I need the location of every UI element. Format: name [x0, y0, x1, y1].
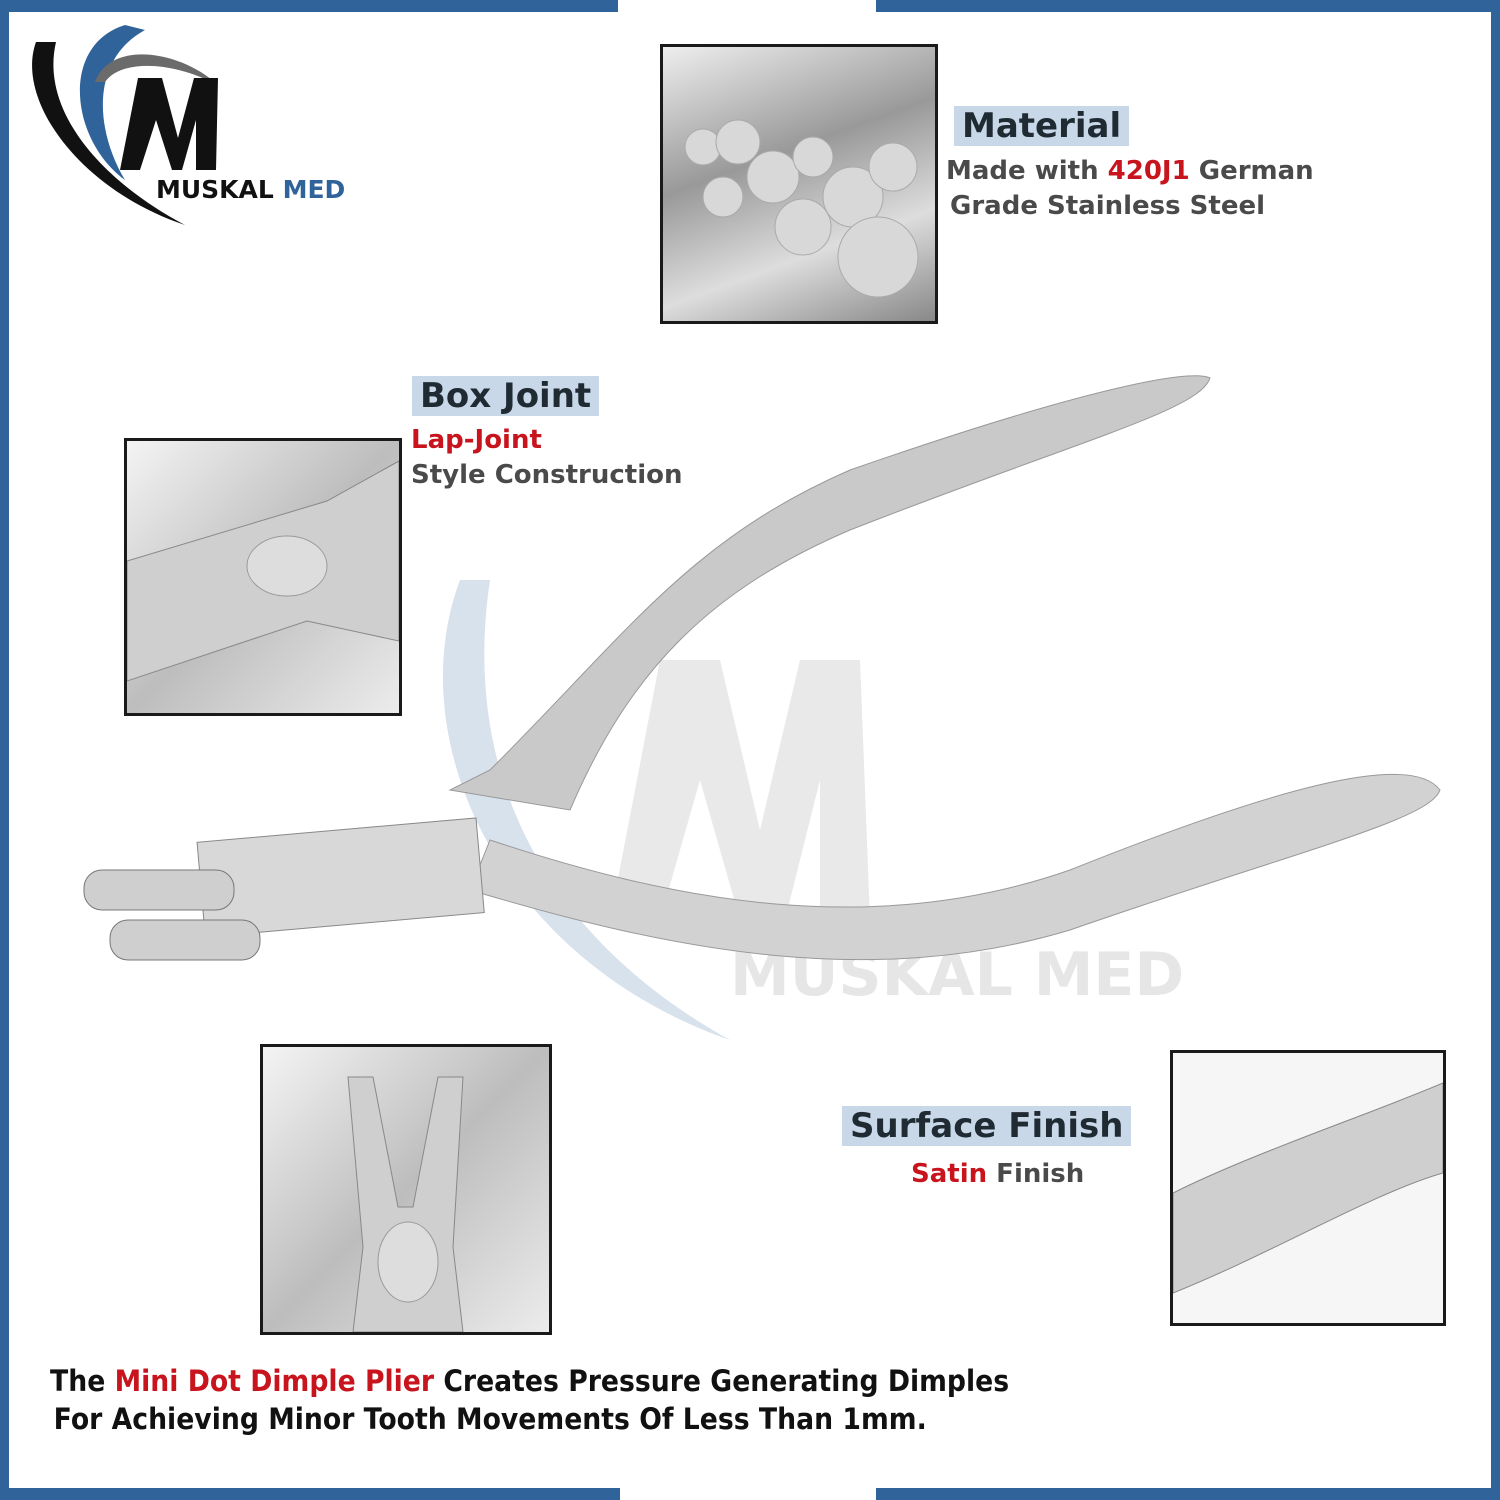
steel-rods-image: [684, 119, 919, 298]
material-highlight: 420J1: [1107, 156, 1190, 186]
box-joint-heading: Box Joint: [412, 376, 600, 416]
box-joint-line2: Style Construction: [411, 460, 683, 490]
material-line1: Made with 420J1 German: [946, 154, 1314, 188]
material-line2: Grade Stainless Steel: [950, 191, 1266, 221]
frame-bottom-right: [876, 1488, 1500, 1500]
caption-line1: The Mini Dot Dimple Plier Creates Pressu…: [50, 1362, 1009, 1400]
material-prefix: Made with: [946, 156, 1108, 186]
brand-name: MUSKAL MED: [156, 175, 345, 204]
caption-prefix: The: [50, 1364, 115, 1398]
surface-finish-highlight: Satin: [911, 1159, 988, 1189]
caption-suffix: Creates Pressure Generating Dimples: [434, 1364, 1010, 1398]
surface-finish-line: Satin Finish: [911, 1157, 1084, 1191]
frame-top-right: [876, 0, 1500, 12]
surface-finish-suffix: Finish: [987, 1159, 1085, 1189]
material-heading: Material: [954, 106, 1130, 146]
plier-image: [70, 370, 1450, 961]
caption-highlight: Mini Dot Dimple Plier: [114, 1364, 435, 1398]
frame-right: [1491, 0, 1500, 1500]
brand-name-part1: MUSKAL: [156, 175, 274, 204]
material-suffix: German: [1189, 156, 1314, 186]
logo-swoosh-icon: [32, 25, 218, 225]
frame-left: [0, 0, 9, 1500]
surface-finish-image: [1170, 1050, 1446, 1326]
surface-finish-heading: Surface Finish: [842, 1106, 1132, 1146]
logo-m-icon: [120, 78, 218, 170]
box-joint-highlight: Lap-Joint: [411, 425, 542, 455]
brand-name-part2: MED: [282, 175, 346, 204]
plier-front-view-image: [260, 1044, 552, 1335]
frame-bottom-left: [0, 1488, 620, 1500]
watermark-logo-icon: [442, 580, 870, 1040]
frame-top-left: [0, 0, 618, 12]
brand-logo: MUSKAL MED: [20, 20, 360, 230]
product-caption: The Mini Dot Dimple Plier Creates Pressu…: [50, 1362, 1009, 1438]
caption-line2: For Achieving Minor Tooth Movements Of L…: [53, 1402, 927, 1436]
box-joint-image: [124, 438, 402, 716]
material-image: [660, 44, 938, 324]
